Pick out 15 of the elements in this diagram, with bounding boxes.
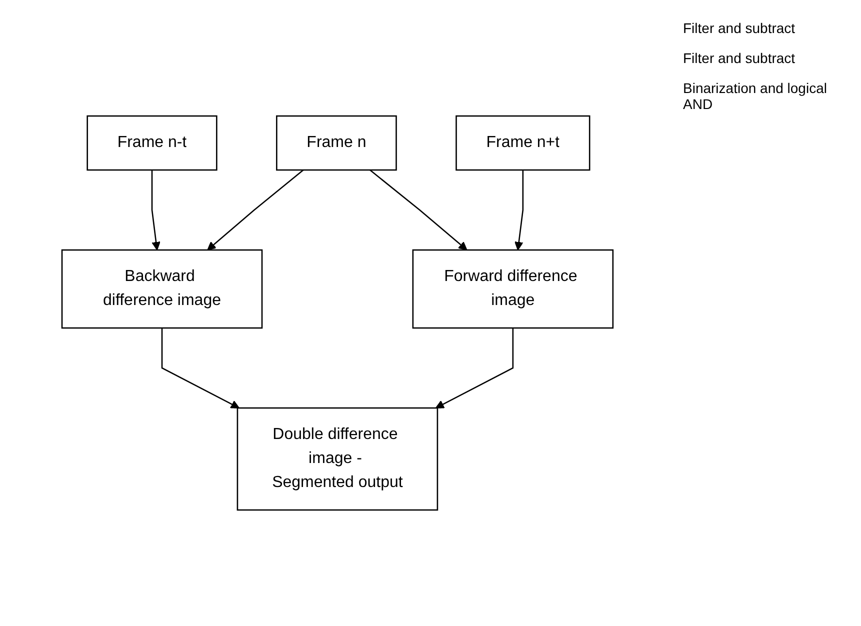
step-note: Filter and subtract bbox=[683, 50, 796, 66]
node-box: Backward difference image bbox=[61, 249, 263, 329]
arrow bbox=[370, 170, 468, 250]
arrow bbox=[435, 328, 514, 408]
arrow bbox=[207, 170, 304, 250]
node-box: Frame n-t bbox=[86, 115, 218, 171]
node-box: Forward difference image bbox=[412, 249, 614, 329]
arrow bbox=[161, 328, 240, 408]
step-note: Binarization and logical AND bbox=[683, 80, 828, 112]
step-note: Filter and subtract bbox=[683, 20, 796, 36]
node-box: Frame n bbox=[276, 115, 397, 171]
node-box: Double difference image - Segmented output bbox=[236, 407, 438, 511]
node-box: Frame n+t bbox=[456, 115, 590, 171]
arrow bbox=[151, 170, 160, 250]
arrow bbox=[514, 170, 524, 250]
